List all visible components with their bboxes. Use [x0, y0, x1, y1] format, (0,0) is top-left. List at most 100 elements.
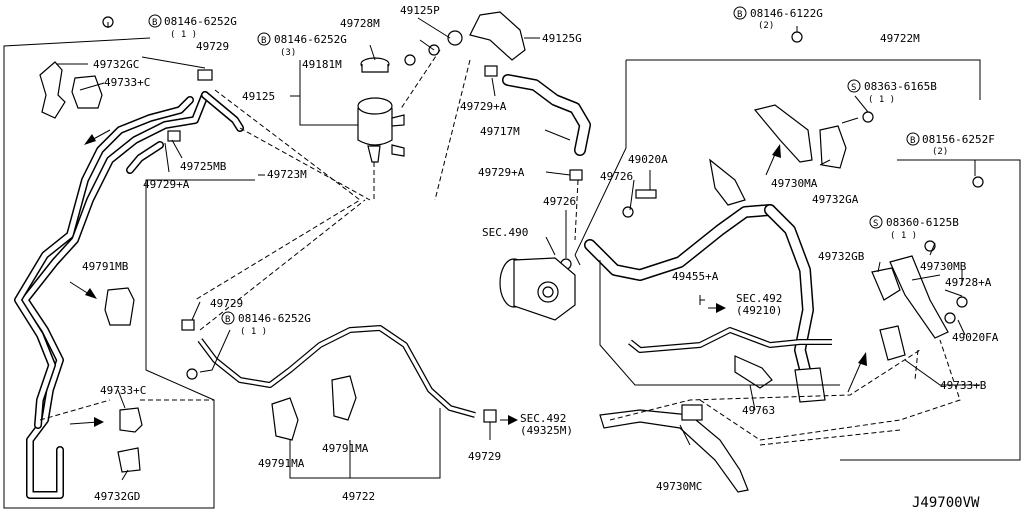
arrows-right	[500, 144, 867, 425]
label-49723m: 49723M	[267, 168, 307, 181]
label-qty: ( 1 )	[170, 30, 197, 40]
left-group-frame	[3, 37, 255, 509]
label-49726-a: 49726	[600, 170, 633, 183]
bolt-circle-icon	[148, 14, 162, 28]
bracket-49730mb	[889, 255, 949, 339]
clamp-49732gd	[117, 447, 141, 473]
bracket-49730mc	[599, 404, 749, 493]
svg-text:S: S	[873, 219, 878, 229]
clamp-49733b	[879, 325, 906, 361]
label-sec492-low: SEC.492	[520, 412, 566, 425]
diagram-id: J49700VW	[912, 495, 980, 511]
svg-text:B: B	[910, 136, 915, 146]
label-49729a-left: 49729+A	[143, 178, 190, 191]
label-49733b: 49733+B	[940, 379, 987, 392]
label-49722: 49722	[342, 490, 375, 503]
label-49729a-top: 49729+A	[460, 100, 507, 113]
label-49717m: 49717M	[480, 125, 520, 138]
label-49732ga: 49732GA	[812, 193, 859, 206]
label-sec490: SEC.490	[482, 226, 528, 239]
label-49020a: 49020A	[628, 153, 668, 166]
right-group-frame	[574, 59, 1021, 461]
svg-text:B: B	[225, 315, 230, 325]
label-08156-6252f: 08156-6252F	[922, 133, 995, 146]
label-49020fa: 49020FA	[952, 331, 999, 344]
left-pressure-pipe	[14, 91, 244, 499]
label-qty: (2)	[758, 21, 774, 31]
label-qty: (2)	[932, 147, 948, 157]
label-qty: (3)	[280, 48, 296, 58]
callouts: B 08146-6252G ( 1 ) 49732GC 49733+C 4972…	[82, 4, 999, 511]
label-49728a: 49728+A	[945, 276, 992, 289]
label-49732gc: 49732GC	[93, 58, 139, 71]
label-49729-top: 49729	[196, 40, 229, 53]
label-49730mc: 49730MC	[656, 480, 702, 493]
label-49726-b: 49726	[543, 195, 576, 208]
label-sec492-low-ref: (49325M)	[520, 424, 573, 437]
label-49455a: 49455+A	[672, 270, 719, 283]
high-pressure-hose-49722m	[584, 158, 826, 403]
label-08146-6122g: 08146-6122G	[750, 7, 823, 20]
label-49729-low: 49729	[468, 450, 501, 463]
svg-text:B: B	[261, 36, 266, 46]
label-qty: ( 1 )	[890, 231, 917, 241]
label-49791mb: 49791MB	[82, 260, 129, 273]
bolt-circle-icon	[257, 32, 271, 46]
bolt-circle-icon	[221, 311, 235, 325]
label-49181m: 49181M	[302, 58, 342, 71]
label-49125: 49125	[242, 90, 275, 103]
clip-parts	[102, 16, 984, 423]
bracket-49730ma	[753, 104, 813, 163]
pipe-49455a	[628, 327, 832, 353]
label-08146-6252g-low: 08146-6252G	[238, 312, 311, 325]
label-49728m: 49728M	[340, 17, 380, 30]
clamp-49791mb	[104, 287, 135, 326]
svg-text:B: B	[152, 18, 157, 28]
label-08146-6252g-mid: 08146-6252G	[274, 33, 347, 46]
label-08360-6125b: 08360-6125B	[886, 216, 959, 229]
clamp-49733c-top	[71, 75, 103, 109]
power-steering-pump	[499, 257, 576, 321]
label-49732gb: 49732GB	[818, 250, 865, 263]
bolt-circle-icon	[906, 132, 920, 146]
label-49725mb: 49725MB	[180, 160, 227, 173]
clamp-49732ga	[819, 125, 847, 169]
svg-text:S: S	[851, 83, 856, 93]
bolt-circle-icon	[733, 6, 747, 20]
label-49730ma: 49730MA	[771, 177, 818, 190]
clamp-49732gc	[39, 61, 66, 119]
screw-circle-icon	[869, 215, 883, 229]
label-qty: ( 1 )	[240, 327, 267, 337]
label-49791ma-a: 49791MA	[258, 457, 305, 470]
label-49763: 49763	[742, 404, 775, 417]
arrows-left	[69, 129, 111, 427]
return-pipe-49722	[197, 325, 476, 418]
screw-circle-icon	[847, 79, 861, 93]
label-49729a-mid: 49729+A	[478, 166, 525, 179]
label-08146-6252g-top: 08146-6252G	[164, 15, 237, 28]
pressure-switch-49763	[734, 355, 773, 389]
suction-hose-49717m	[502, 74, 591, 156]
label-49125g: 49125G	[542, 32, 582, 45]
bracket-49125g	[428, 11, 526, 61]
label-49729-mid: 49729	[210, 297, 243, 310]
clamp-49732gb	[871, 267, 901, 301]
label-49732gd: 49732GD	[94, 490, 140, 503]
label-qty: ( 1 )	[868, 95, 895, 105]
label-08363-6165b: 08363-6165B	[864, 80, 937, 93]
dashed-links	[39, 49, 961, 446]
svg-text:B: B	[737, 10, 742, 20]
label-49730mb: 49730MB	[920, 260, 967, 273]
label-49125p: 49125P	[400, 4, 440, 17]
label-49722m: 49722M	[880, 32, 920, 45]
label-49733c-top: 49733+C	[104, 76, 150, 89]
leader-lines	[56, 17, 980, 481]
label-sec492-top: SEC.492	[736, 292, 782, 305]
reservoir-tank-49125	[357, 57, 405, 163]
label-sec492-top-ref: (49210)	[736, 304, 782, 317]
clamp-49733c-low	[119, 407, 143, 433]
label-49791ma-b: 49791MA	[322, 442, 369, 455]
clamps-49791ma	[271, 375, 357, 441]
label-49733c-low: 49733+C	[100, 384, 146, 397]
